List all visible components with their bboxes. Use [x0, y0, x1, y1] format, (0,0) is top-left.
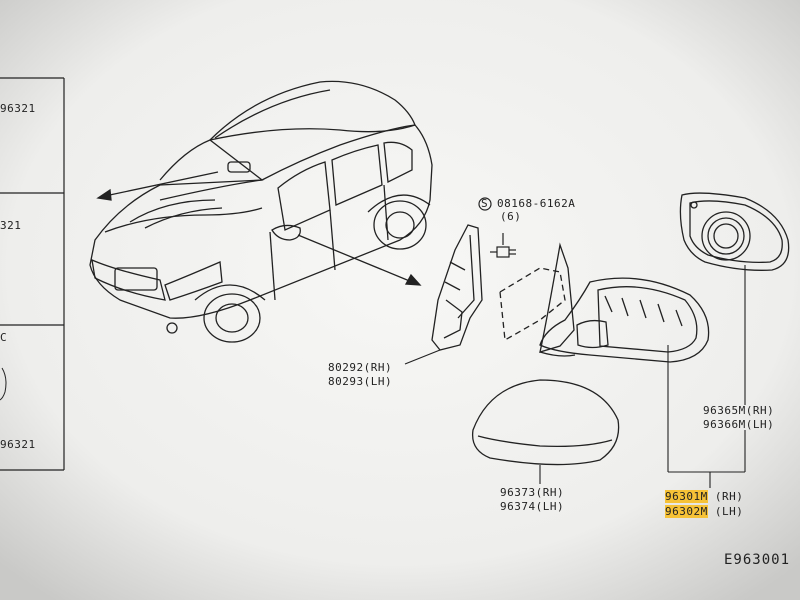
mirror-cover-drawing [471, 379, 620, 466]
left-cell-3-marker: C [0, 331, 8, 344]
screw-quantity: (6) [500, 210, 522, 223]
mirror-glass-rh: 96365M(RH) [703, 404, 775, 417]
mirror-housing-drawing [499, 242, 576, 357]
left-parts-table [0, 77, 65, 471]
mirror-cover-rh: 96373(RH) [500, 486, 565, 499]
left-cell-2-part: 321 [0, 219, 22, 232]
diagram-code: E963001 [724, 552, 791, 568]
label-leaders [404, 265, 746, 488]
mirror-assembly-lh-side: (LH) [714, 505, 744, 518]
mirror-assembly-rh-side: (RH) [714, 490, 744, 503]
mirror-assembly-lh-number: 96302M [665, 505, 708, 518]
mirror-glass-drawing [679, 192, 790, 271]
mirror-assembly-lh: 96302M (LH) [665, 505, 743, 518]
mirror-base-drawing [431, 224, 483, 351]
mirror-assembly-rh: 96301M (RH) [665, 490, 743, 503]
screw-part-number: 08168-6162A [497, 197, 576, 210]
screw-symbol: S [481, 197, 489, 210]
left-cell-3-part: 96321 [0, 438, 36, 451]
leader-arrows [96, 171, 422, 286]
left-cell-1-part: 96321 [0, 102, 36, 115]
mirror-base-rh: 80292(RH) [328, 361, 393, 374]
screw-icon [478, 197, 516, 258]
mirror-assembly-drawing [539, 277, 710, 363]
mirror-base-lh: 80293(LH) [328, 375, 393, 388]
mirror-cover-lh: 96374(LH) [500, 500, 565, 513]
mirror-glass-lh: 96366M(LH) [703, 418, 775, 431]
mirror-assembly-rh-number: 96301M [665, 490, 708, 503]
vehicle-illustration [89, 80, 433, 343]
